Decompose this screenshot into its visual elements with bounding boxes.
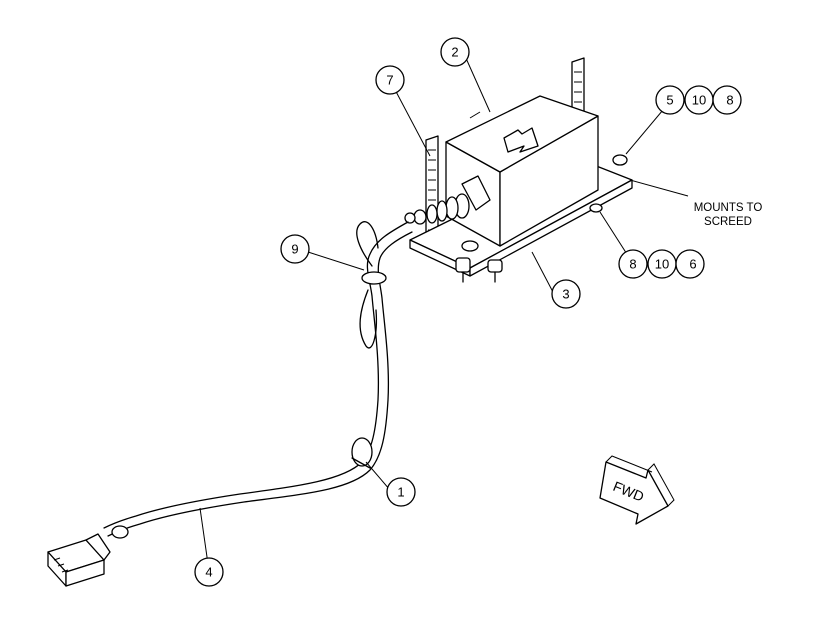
callout-9-label: 9 <box>291 242 298 257</box>
callout-3-label: 3 <box>562 287 569 302</box>
callout-10b-label: 10 <box>655 257 669 272</box>
callout-4: 4 <box>194 557 224 587</box>
callout-3: 3 <box>551 279 581 309</box>
plug-connector <box>47 525 129 587</box>
direction-arrow-icon <box>503 127 539 153</box>
callout-1-label: 1 <box>397 485 404 500</box>
callout-4-label: 4 <box>205 565 212 580</box>
callout-group-bottom: 8 10 6 <box>618 249 705 279</box>
note-line-2: SCREED <box>704 216 752 228</box>
bolt-icon <box>455 154 628 283</box>
fwd-arrow: FWD <box>599 455 675 525</box>
clip-icon <box>351 271 387 469</box>
callout-6-label: 6 <box>689 257 696 272</box>
callout-9: 9 <box>280 234 310 264</box>
callout-8b-label: 8 <box>629 257 636 272</box>
callout-10-label: 10 <box>692 93 706 108</box>
callout-5-label: 5 <box>666 93 673 108</box>
right-mounting-bracket <box>571 57 585 121</box>
callout-group-top: 5 10 8 <box>655 85 742 115</box>
callout-7-label: 7 <box>386 73 393 88</box>
control-box <box>445 95 599 247</box>
callout-2-label: 2 <box>451 45 458 60</box>
note-line-1: MOUNTS TO <box>694 202 763 214</box>
callout-1: 1 <box>386 477 416 507</box>
mounts-to-screed-note: MOUNTS TO SCREED <box>694 202 763 228</box>
connector <box>404 175 491 225</box>
callout-7: 7 <box>375 65 405 95</box>
callout-8-label: 8 <box>726 93 733 108</box>
harness-cable <box>103 221 413 537</box>
callout-2: 2 <box>440 37 470 67</box>
